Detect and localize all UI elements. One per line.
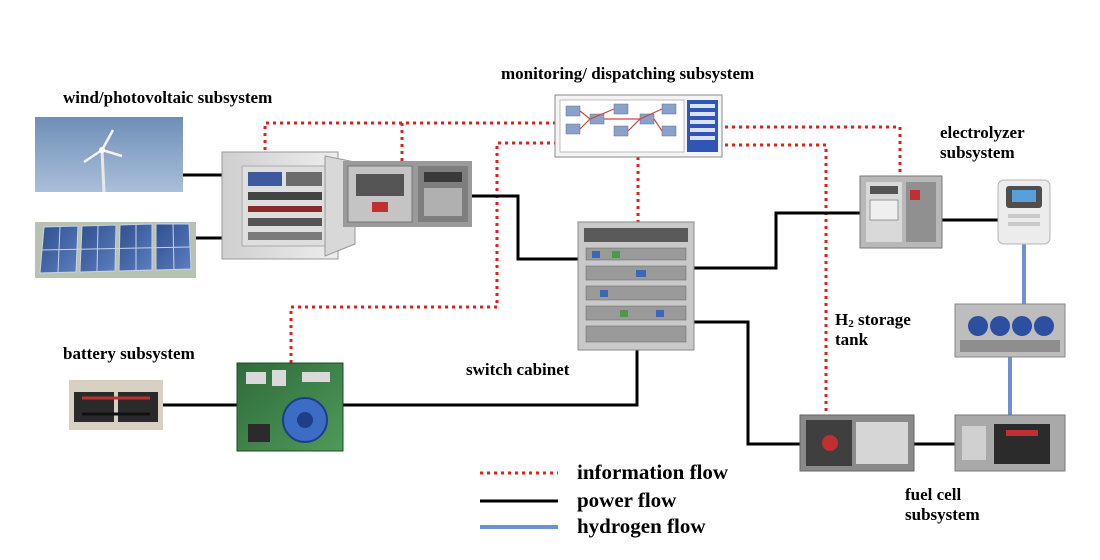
hydrogen-generator-image xyxy=(997,179,1051,245)
solar-panels-image xyxy=(35,222,196,278)
fuel-cell-label: fuel cell subsystem xyxy=(905,485,980,525)
battery-label: battery subsystem xyxy=(63,344,195,363)
switch-cabinet-label: switch cabinet xyxy=(466,360,570,379)
fuel-cell-label-line1: fuel cell xyxy=(905,485,962,504)
electrolyzer-label-line2: subsystem xyxy=(940,143,1015,162)
fuel-cell-label-line2: subsystem xyxy=(905,505,980,524)
battery-image xyxy=(69,380,163,430)
h2-storage-tank-image xyxy=(954,303,1066,358)
monitoring-label: monitoring/ dispatching subsystem xyxy=(501,64,755,83)
power-flow-lines xyxy=(163,173,998,446)
h2-line1-rest: storage xyxy=(853,310,911,329)
h2-subscript: 2 xyxy=(848,318,854,330)
legend-hydrogen-text: hydrogen flow xyxy=(577,514,706,538)
switch-cabinet-image xyxy=(577,221,695,351)
h2-storage-label-line2: tank xyxy=(835,330,869,349)
inverter-image xyxy=(343,161,472,227)
h2-storage-label: H2 storage tank xyxy=(835,310,911,350)
controller-cabinet-image xyxy=(221,151,356,260)
electrolyzer-label-line1: electrolyzer xyxy=(940,123,1025,142)
legend-power-text: power flow xyxy=(577,488,677,512)
legend xyxy=(480,471,558,529)
legend-information-text: information flow xyxy=(577,460,729,484)
wind-pv-label: wind/photovoltaic subsystem xyxy=(63,88,273,107)
electrolyzer-label: electrolyzer subsystem xyxy=(940,123,1025,163)
hydrogen-flow-lines xyxy=(1008,244,1026,415)
battery-converter-image xyxy=(236,362,344,452)
fuel-cell-converter-image xyxy=(799,414,915,472)
h2-prefix: H xyxy=(835,310,849,329)
electrolyzer-cabinet-image xyxy=(859,175,943,249)
information-flow-lines xyxy=(263,121,902,415)
fuel-cell-image xyxy=(954,414,1066,472)
monitoring-screen-image xyxy=(554,94,723,158)
wind-turbine-image xyxy=(35,117,183,193)
